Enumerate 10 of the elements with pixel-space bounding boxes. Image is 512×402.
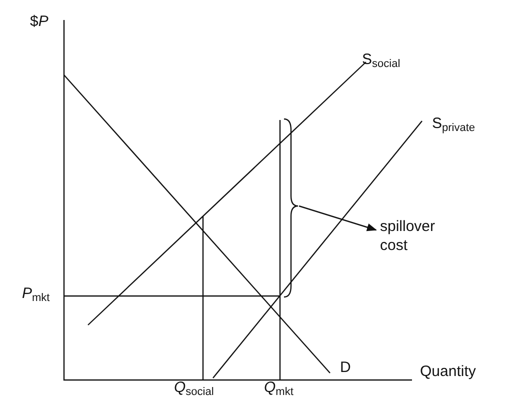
axis-label: Q$_{mkt}$ [264, 380, 294, 398]
axis-label: S$_{social}$ [362, 52, 400, 70]
axis-label: S$_{private}$ [432, 116, 476, 134]
axis-label: D [340, 360, 351, 376]
axis-label: P$_{mkt}$ [22, 286, 50, 304]
axis-label: Q$_{social}$ [174, 380, 214, 398]
arrow [298, 205, 377, 232]
axis-label: Quantity [420, 364, 476, 380]
axis-label: $P [30, 14, 48, 30]
callout-text: spillover cost [380, 218, 436, 254]
